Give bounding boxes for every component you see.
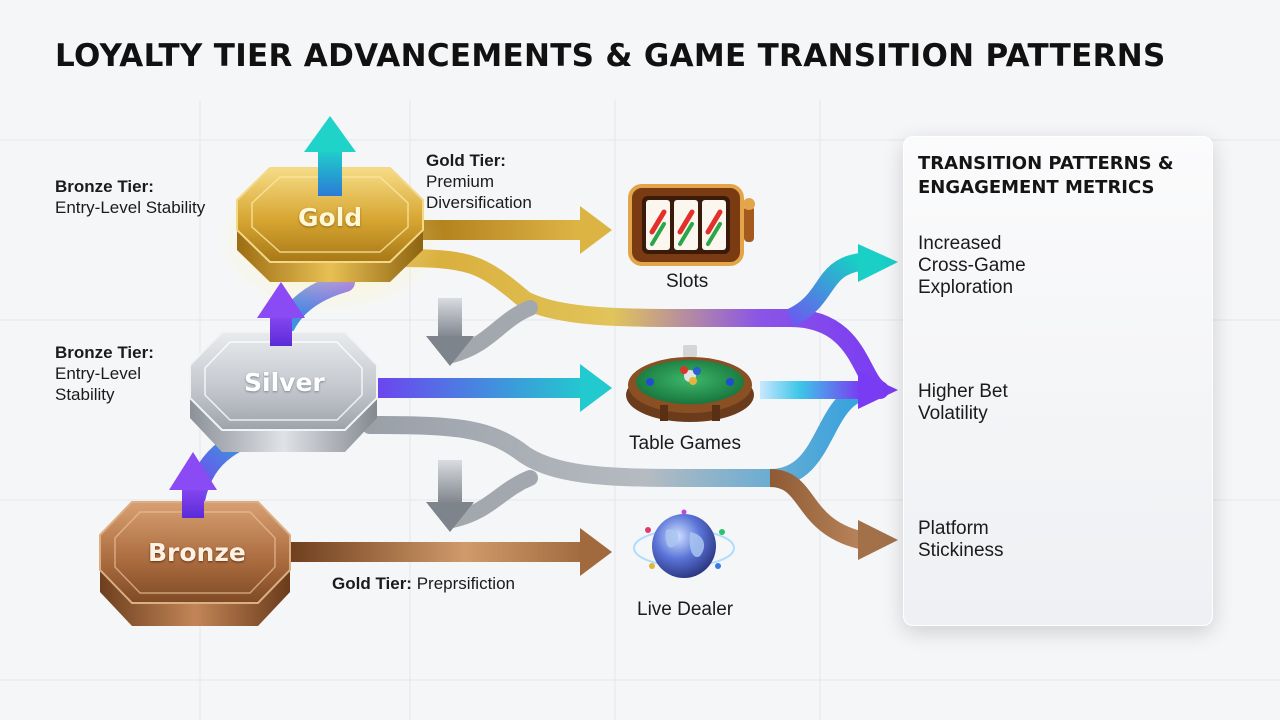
down-arrow-upper bbox=[426, 298, 474, 366]
up-arrow-bronze bbox=[169, 452, 217, 518]
metric-platform-stickiness: Platform Stickiness bbox=[918, 518, 1048, 562]
metric-label: Platform bbox=[918, 518, 989, 539]
tier-silver bbox=[189, 331, 378, 452]
annotation-heading: Gold Tier: bbox=[426, 151, 506, 170]
metric-label: Cross-Game bbox=[918, 255, 1026, 276]
page-title: LOYALTY TIER ADVANCEMENTS & GAME TRANSIT… bbox=[55, 38, 1166, 74]
annotation-gold-top: Gold Tier: Premium Diversification bbox=[426, 150, 532, 213]
metric-label: Stickiness bbox=[918, 540, 1004, 561]
gold-flow-band bbox=[386, 249, 889, 399]
tier-gold-label: Gold bbox=[298, 203, 363, 232]
annotation-text: Entry-Level Stability bbox=[55, 198, 206, 217]
metric-label: Volatility bbox=[918, 403, 988, 424]
metric-cross-game-exploration: Increased Cross-Game Exploration bbox=[918, 233, 1048, 299]
panel-title: TRANSITION PATTERNS & ENGAGEMENT METRICS bbox=[918, 152, 1208, 200]
panel-title-line: TRANSITION PATTERNS & bbox=[918, 153, 1174, 174]
annotation-text: Stability bbox=[55, 385, 115, 404]
metric-label: Increased bbox=[918, 233, 1002, 254]
arrow-silver-to-table-games bbox=[372, 364, 612, 412]
metrics-panel: TRANSITION PATTERNS & ENGAGEMENT METRICS… bbox=[903, 136, 1213, 626]
table-games-icon bbox=[626, 345, 754, 422]
return-curve-upper bbox=[444, 300, 538, 363]
game-label-live-dealer: Live Dealer bbox=[637, 599, 734, 620]
annotation-heading: Bronze Tier: bbox=[55, 177, 154, 196]
metric-label: Higher Bet bbox=[918, 381, 1008, 402]
down-arrow-lower bbox=[426, 460, 474, 532]
arrow-to-volatility bbox=[760, 371, 898, 409]
annotation-bronze-middle: Bronze Tier: Entry-Level Stability bbox=[55, 342, 154, 405]
arrow-to-exploration bbox=[785, 244, 898, 327]
tier-bronze bbox=[99, 501, 291, 626]
annotation-text: Diversification bbox=[426, 193, 532, 212]
metric-bet-volatility: Higher Bet Volatility bbox=[918, 381, 1048, 425]
game-label-table-games: Table Games bbox=[629, 433, 741, 454]
annotation-bronze-top: Bronze Tier: Entry-Level Stability bbox=[55, 176, 205, 218]
annotation-text: Premium bbox=[426, 172, 495, 191]
annotation-text: Entry-Level bbox=[55, 364, 141, 383]
slot-machine-icon bbox=[628, 184, 755, 266]
up-arrow-gold bbox=[304, 116, 356, 196]
annotation-heading: Bronze Tier: bbox=[55, 343, 154, 362]
globe-icon bbox=[633, 509, 735, 578]
arrow-gold-to-slots bbox=[405, 206, 612, 254]
arrow-bronze-to-live-dealer bbox=[285, 528, 612, 576]
annotation-text: Preprsifiction bbox=[416, 574, 515, 593]
annotation-heading: Gold Tier: bbox=[332, 574, 412, 593]
panel-title-line: ENGAGEMENT METRICS bbox=[918, 177, 1155, 198]
up-arrow-silver bbox=[257, 282, 305, 346]
metric-label: Exploration bbox=[918, 277, 1014, 298]
tier-gold bbox=[215, 165, 445, 315]
tier-bronze-label: Bronze bbox=[148, 538, 246, 567]
silver-flow-band bbox=[361, 381, 879, 487]
return-curve-lower bbox=[444, 470, 538, 528]
tier-silver-label: Silver bbox=[244, 368, 325, 397]
annotation-gold-bottom: Gold Tier: Preprsifiction bbox=[332, 573, 515, 594]
game-label-slots: Slots bbox=[666, 271, 709, 292]
arrow-to-stickiness bbox=[769, 469, 898, 560]
